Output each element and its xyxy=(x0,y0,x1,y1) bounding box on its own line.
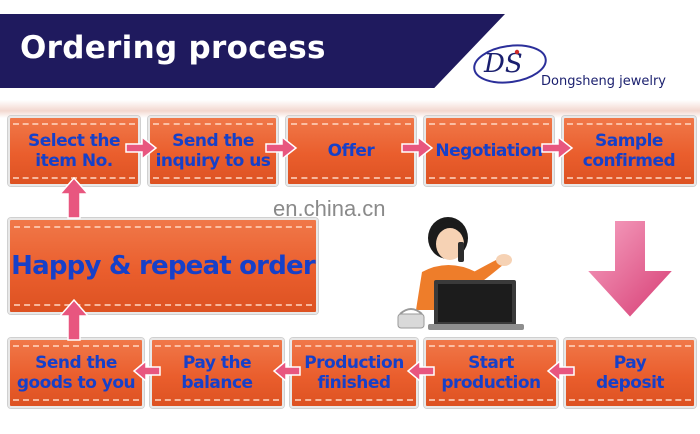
watermark-text: en.china.cn xyxy=(273,196,386,221)
left-arrow-icon xyxy=(272,359,301,383)
step-start-production: Start production xyxy=(424,338,558,408)
step-label: Select the item No. xyxy=(27,131,121,171)
step-label: Start production xyxy=(441,353,541,393)
step-label: Sample confirmed xyxy=(582,131,676,171)
right-arrow-icon xyxy=(401,135,434,161)
page-title: Ordering process xyxy=(20,30,326,66)
right-arrow-icon xyxy=(265,135,298,161)
step-offer: Offer xyxy=(286,116,416,186)
step-negotiation: Negotiation xyxy=(424,116,554,186)
down-arrow-icon xyxy=(583,219,677,320)
step-label: Send the goods to you xyxy=(16,353,136,393)
left-arrow-icon xyxy=(406,359,435,383)
step-label: Offer xyxy=(327,141,375,161)
step-send-goods: Send the goods to you xyxy=(8,338,144,408)
step-label: Pay the balance xyxy=(181,353,253,393)
right-arrow-icon xyxy=(125,135,158,161)
step-label: Production finished xyxy=(304,353,404,393)
up-arrow-icon xyxy=(58,298,90,341)
decorative-band xyxy=(0,100,700,118)
up-arrow-icon xyxy=(58,176,90,219)
step-production-finished: Production finished xyxy=(290,338,418,408)
person-with-laptop-illustration xyxy=(397,217,524,330)
brand-logo: DS xyxy=(473,44,547,84)
step-pay-deposit: Pay deposit xyxy=(564,338,696,408)
step-pay-balance: Pay the balance xyxy=(150,338,284,408)
logo-text: DS xyxy=(483,49,523,79)
final-step-label: Happy & repeat order xyxy=(11,251,316,281)
step-send-inquiry: Send the inquiry to us xyxy=(148,116,278,186)
header-band xyxy=(0,14,505,88)
left-arrow-icon xyxy=(132,359,161,383)
step-label: Send the inquiry to us xyxy=(155,131,271,171)
step-sample-confirmed: Sample confirmed xyxy=(562,116,696,186)
step-label: Pay deposit xyxy=(595,353,665,393)
left-arrow-icon xyxy=(546,359,575,383)
watermark-band xyxy=(0,188,700,214)
step-happy-repeat-order: Happy & repeat order xyxy=(8,218,318,314)
right-arrow-icon xyxy=(541,135,574,161)
step-label: Negotiation xyxy=(435,141,543,161)
brand-name: Dongsheng jewelry xyxy=(541,74,666,89)
